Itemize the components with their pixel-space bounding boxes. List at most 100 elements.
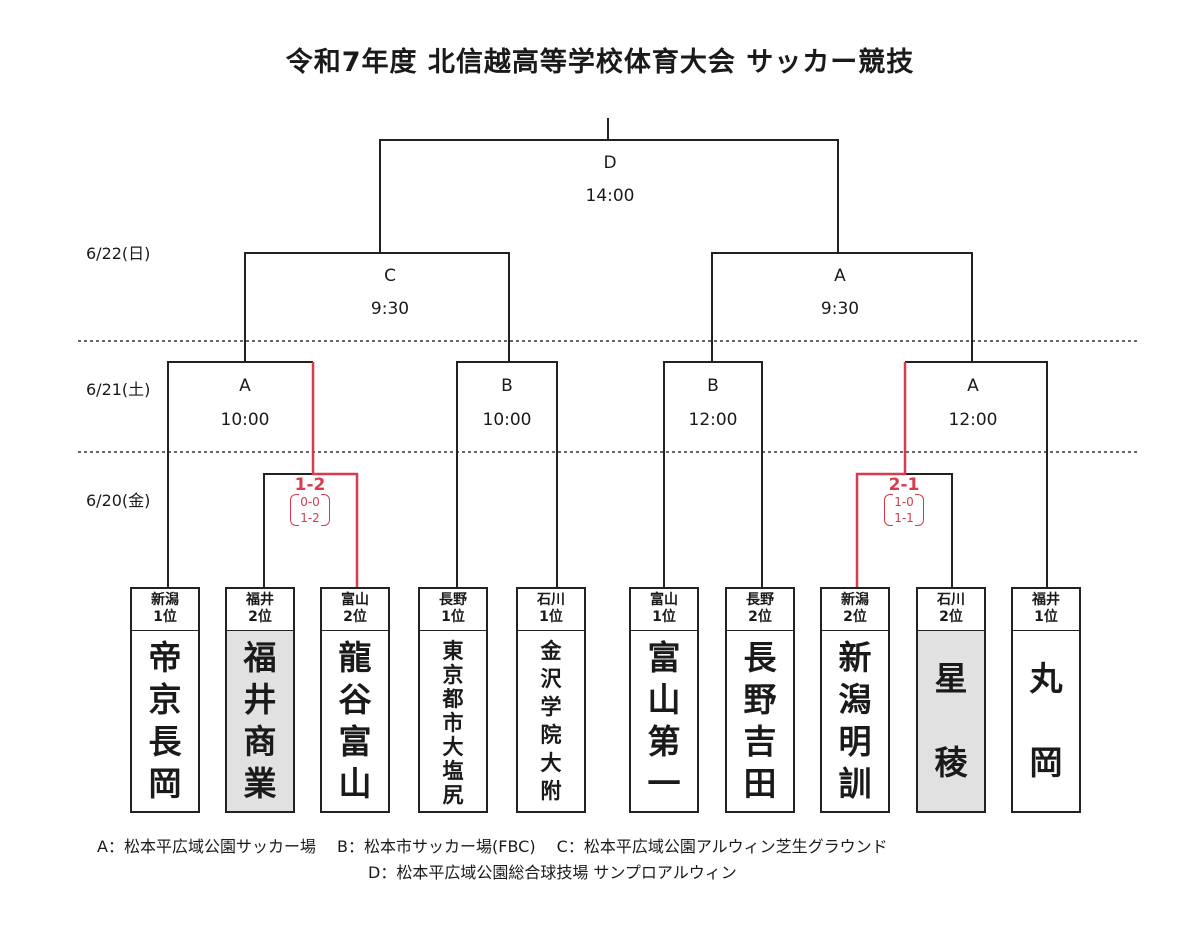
team-prefecture: 長野 (746, 592, 774, 608)
team-name-char: 塩 (442, 759, 464, 783)
team-name: 新潟明訓 (822, 631, 888, 811)
team-name-char: 京 (148, 680, 182, 719)
team-name: 星稜 (918, 631, 984, 811)
score-left-half2: 1-2 (300, 511, 320, 525)
team-name-char: 明 (838, 722, 872, 761)
semi-left-venue: C (384, 266, 396, 286)
team-rank: 1位 (153, 609, 177, 625)
team-prefecture: 福井 (1032, 592, 1060, 608)
team-rank: 1位 (1034, 609, 1058, 625)
semi-left-time: 9:30 (370, 299, 410, 319)
team-name-char: 山 (647, 680, 681, 719)
team-name: 長野吉田 (727, 631, 793, 811)
team-name-char: 潟 (838, 680, 872, 719)
day-label-friday: 6/20(金) (86, 491, 151, 510)
team-name-char: 田 (743, 764, 777, 803)
team-name: 龍谷富山 (322, 631, 388, 811)
team-name-char: 富 (338, 722, 372, 761)
day-label-sunday: 6/22(日) (86, 244, 151, 263)
team-name-char: 訓 (838, 764, 872, 803)
team-name: 福井商業 (227, 631, 293, 811)
team-name-char: 星 (934, 659, 968, 698)
final-time: 14:00 (585, 186, 635, 206)
score-right-total: 2-1 (888, 475, 920, 495)
team-prefecture: 長野 (439, 592, 467, 608)
team-name-char: 大 (540, 751, 562, 775)
score-left: 1-2 0-0 1-2 (270, 476, 350, 526)
team-name: 富山第一 (631, 631, 697, 811)
qf4-time: 12:00 (948, 410, 998, 430)
team-name: 金沢学院大附 (518, 631, 584, 811)
team-rank: 1位 (441, 609, 465, 625)
team-name-char: 富 (647, 638, 681, 677)
team-name-char: 市 (442, 711, 464, 735)
legend-line-2: D：松本平広域公園総合球技場 サンプロアルウィン (368, 863, 737, 882)
bracket-black-lines (167, 118, 1048, 587)
team-name-char: 京 (442, 663, 464, 687)
team-name-char: 野 (743, 680, 777, 719)
semi-right-venue: A (834, 266, 846, 286)
team-name-char: 井 (243, 680, 277, 719)
team-name-char: 尻 (442, 783, 464, 807)
qf2-time: 10:00 (482, 410, 532, 430)
team-name-char: 金 (540, 639, 562, 663)
score-left-half1: 0-0 (300, 495, 320, 509)
bracket-paren (321, 494, 330, 526)
team-name-char: 学 (540, 695, 562, 719)
final-venue: D (603, 153, 617, 173)
team-name-char: 大 (442, 735, 464, 759)
bracket-paren (884, 494, 893, 526)
legend-line-1: A：松本平広域公園サッカー場 B：松本市サッカー場(FBC) C：松本平広域公園… (97, 837, 888, 856)
team-name-char: 岡 (1029, 743, 1063, 782)
qf2-venue: B (501, 376, 513, 396)
team-name-char: 業 (243, 764, 277, 803)
team-rank: 2位 (748, 609, 772, 625)
team-name-char: 龍 (338, 638, 372, 677)
bracket-winner-lines (311, 362, 907, 587)
team-name-char: 新 (838, 638, 872, 677)
score-right-half1: 1-0 (894, 495, 914, 509)
team-name-char: 一 (647, 764, 681, 803)
qf3-venue: B (707, 376, 719, 396)
page-title: 令和7年度 北信越高等学校体育大会 サッカー競技 (285, 47, 915, 78)
qf3-time: 12:00 (688, 410, 738, 430)
team-name-char: 福 (243, 638, 277, 677)
team-name-char: 商 (243, 722, 277, 761)
team-name: 東京都市大塩尻 (420, 631, 486, 811)
qf4-venue: A (967, 376, 979, 396)
team-name-char: 長 (743, 638, 777, 677)
team-prefecture: 富山 (341, 592, 369, 608)
team-prefecture: 富山 (650, 592, 678, 608)
team-name-char: 院 (540, 723, 562, 747)
team-name-char: 都 (442, 687, 464, 711)
score-right-half2: 1-1 (894, 511, 914, 525)
team-name-char: 岡 (148, 764, 182, 803)
team-prefecture: 福井 (246, 592, 274, 608)
team-prefecture: 新潟 (151, 592, 179, 608)
team-name-char: 山 (338, 764, 372, 803)
bracket-paren (915, 494, 924, 526)
score-right: 2-1 1-0 1-1 (864, 476, 944, 526)
team-name-char: 帝 (148, 638, 182, 677)
team-name: 丸岡 (1013, 631, 1079, 811)
team-prefecture: 石川 (937, 592, 965, 608)
team-name-char: 稜 (934, 743, 968, 782)
day-label-saturday: 6/21(土) (86, 380, 151, 399)
